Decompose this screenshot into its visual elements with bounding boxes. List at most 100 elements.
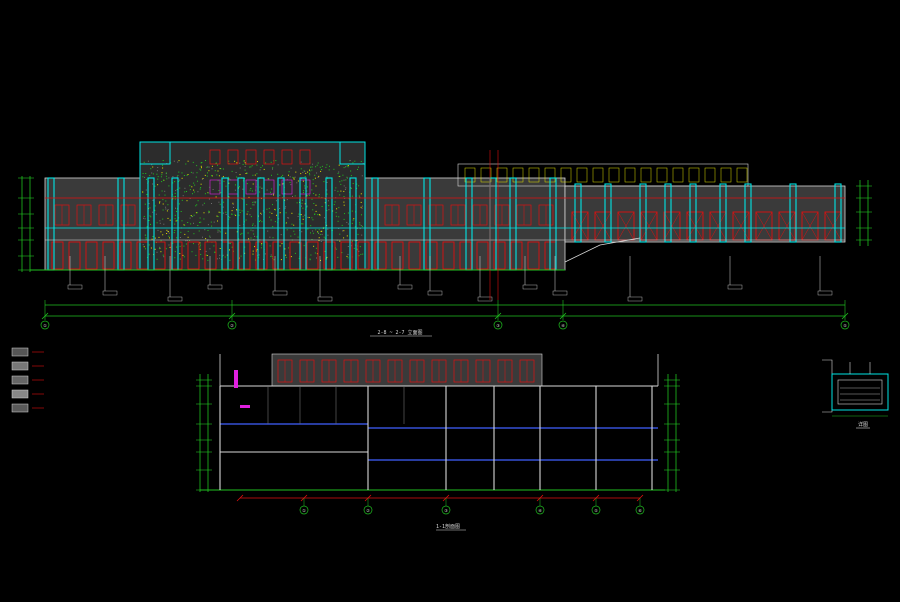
- opening: [323, 241, 336, 270]
- legend-swatch: [11, 403, 29, 413]
- callout-tag: [427, 290, 443, 296]
- grid-bubble: [535, 505, 545, 515]
- elevation-tower: [139, 141, 366, 271]
- callout-tag: [317, 296, 333, 302]
- column: [744, 183, 752, 243]
- section-walls: [219, 354, 659, 490]
- grid-bubble-label: ⑤: [594, 508, 598, 513]
- ground-floor-openings: [51, 211, 842, 270]
- window: [720, 167, 732, 183]
- elevation-right-block: [564, 185, 846, 243]
- callout-tag: [522, 284, 538, 290]
- callout-tag: [627, 296, 643, 302]
- grid-bubble-label: ①: [302, 508, 306, 513]
- callout-tag: [552, 290, 568, 296]
- opening: [391, 241, 404, 270]
- window: [245, 149, 257, 165]
- window: [263, 149, 275, 165]
- window: [245, 179, 257, 195]
- column: [639, 183, 647, 243]
- grid-bubble-label: ②: [366, 508, 370, 513]
- window: [512, 167, 524, 183]
- opening: [425, 241, 438, 270]
- opening: [340, 241, 353, 270]
- grid-bubble: [441, 505, 451, 515]
- grid-bubble: [558, 320, 568, 330]
- elevation-level-ticks: [18, 177, 872, 271]
- section-title: 1-1剖面图: [436, 523, 460, 530]
- opening: [51, 241, 64, 270]
- opening: [306, 241, 319, 270]
- grid-bubble-label: ①: [43, 323, 47, 328]
- window: [592, 167, 604, 183]
- hatch-legend: [11, 347, 44, 413]
- section-facade-windows: [277, 359, 535, 383]
- window: [672, 167, 684, 183]
- window: [608, 167, 620, 183]
- elevation-right-roof: [457, 163, 749, 187]
- grid-bubble-label: ⑤: [843, 323, 847, 328]
- window: [299, 149, 311, 165]
- material-callouts: [67, 150, 833, 302]
- opening: [68, 241, 81, 270]
- window: [704, 167, 716, 183]
- grid-bubble-label: ④: [538, 508, 542, 513]
- window: [209, 149, 221, 165]
- grid-bubble-label: ②: [230, 323, 234, 328]
- opening: [408, 241, 421, 270]
- grid-bubble-label: ③: [444, 508, 448, 513]
- callout-tag: [102, 290, 118, 296]
- window: [576, 167, 588, 183]
- window: [528, 167, 540, 183]
- grid-bubble: [363, 505, 373, 515]
- window: [209, 179, 221, 195]
- column: [834, 183, 842, 243]
- window: [656, 167, 668, 183]
- column: [719, 183, 727, 243]
- callout-tag: [727, 284, 743, 290]
- elevation-title: 2-8 ~ 2-7 立面图: [377, 329, 422, 336]
- elevation-dimension-ticks: [41, 300, 849, 320]
- grid-bubble: [591, 505, 601, 515]
- window: [281, 149, 293, 165]
- opening: [170, 241, 183, 270]
- legend-swatch: [11, 375, 29, 385]
- grid-bubble: [840, 320, 850, 330]
- column: [789, 183, 797, 243]
- window: [480, 167, 492, 183]
- callout-tag: [167, 296, 183, 302]
- window: [736, 167, 748, 183]
- opening: [493, 241, 506, 270]
- section-level-ticks: [196, 379, 680, 491]
- grid-bubble: [40, 320, 50, 330]
- callout-tag: [397, 284, 413, 290]
- opening: [289, 241, 302, 270]
- detail-title: 详图: [858, 421, 868, 428]
- column: [689, 183, 697, 243]
- opening: [102, 241, 115, 270]
- window: [688, 167, 700, 183]
- window: [281, 179, 293, 195]
- opening: [85, 241, 98, 270]
- opening: [187, 241, 200, 270]
- grid-bubble-label: ④: [561, 323, 565, 328]
- grid-bubble: [493, 320, 503, 330]
- opening: [374, 241, 387, 270]
- opening: [476, 241, 489, 270]
- opening: [119, 241, 132, 270]
- callout-tag: [477, 296, 493, 302]
- callout-tag: [817, 290, 833, 296]
- callout-tag: [67, 284, 83, 290]
- window: [496, 167, 508, 183]
- legend-swatch: [11, 389, 29, 399]
- opening: [527, 241, 540, 270]
- column: [664, 183, 672, 243]
- callout-tag: [207, 284, 223, 290]
- grid-bubble: [299, 505, 309, 515]
- callout-tag: [272, 290, 288, 296]
